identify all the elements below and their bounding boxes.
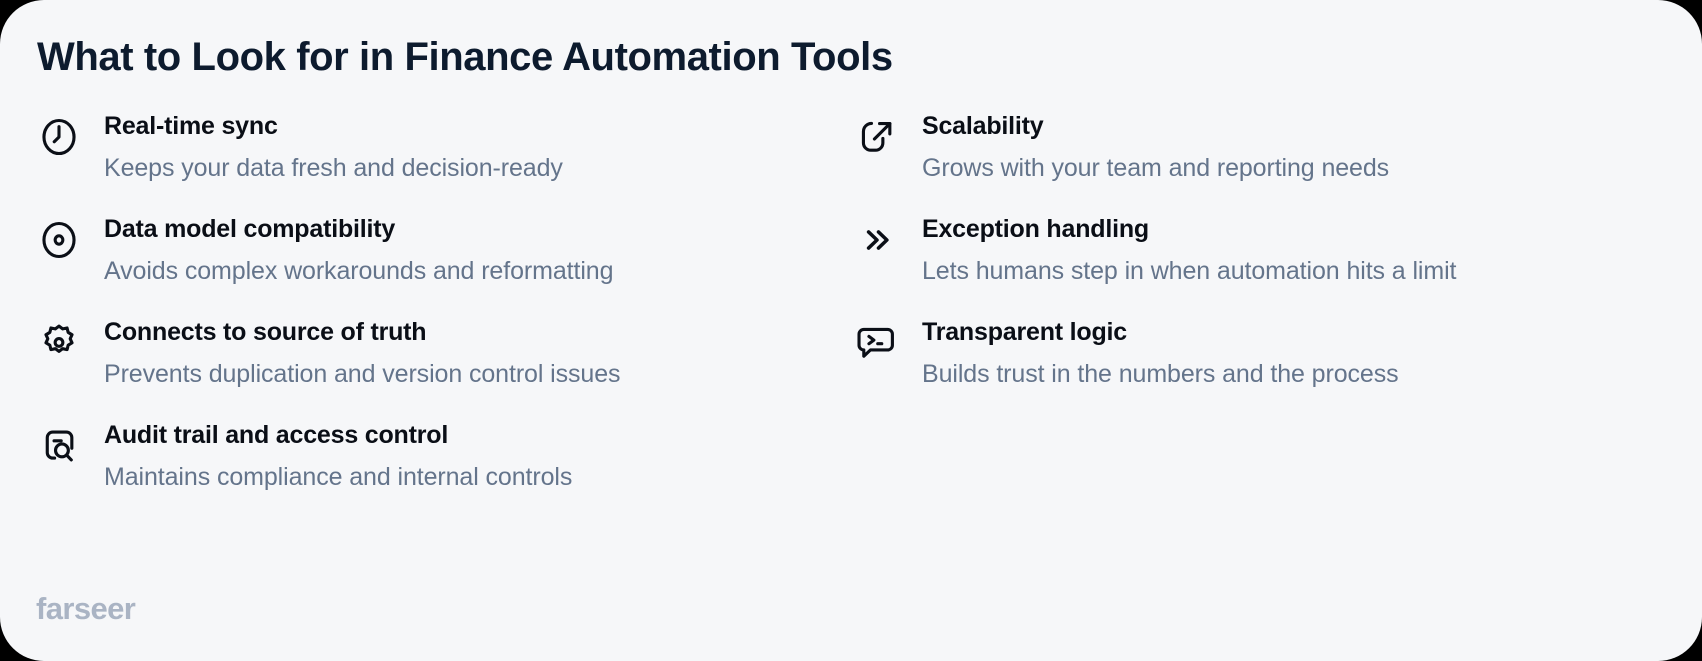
feature-description: Builds trust in the numbers and the proc… bbox=[922, 359, 1399, 388]
feature-title: Data model compatibility bbox=[104, 215, 396, 243]
brand-logo: farseer bbox=[36, 591, 136, 626]
feature-title: Scalability bbox=[922, 112, 1044, 140]
feature-description: Lets humans step in when automation hits… bbox=[922, 256, 1457, 285]
feature-text: Transparent logic Builds trust in the nu… bbox=[922, 316, 1399, 389]
feature-item-connects-to-source-of-truth[interactable]: Connects to source of truth Prevents dup… bbox=[36, 316, 854, 419]
feature-text: Scalability Grows with your team and rep… bbox=[922, 110, 1389, 183]
feature-title: Transparent logic bbox=[922, 318, 1127, 346]
feature-description: Avoids complex workarounds and reformatt… bbox=[104, 256, 614, 285]
feature-item-scalability[interactable]: Scalability Grows with your team and rep… bbox=[854, 110, 1672, 213]
feature-description: Grows with your team and reporting needs bbox=[922, 153, 1390, 182]
target-dot-icon bbox=[36, 217, 82, 263]
feature-title: Audit trail and access control bbox=[104, 421, 449, 449]
clock-icon bbox=[36, 114, 82, 160]
feature-text: Real-time sync Keeps your data fresh and… bbox=[104, 110, 563, 183]
feature-text: Exception handling Lets humans step in w… bbox=[922, 213, 1456, 286]
external-link-icon bbox=[854, 114, 900, 160]
feature-title: Real-time sync bbox=[104, 112, 278, 140]
feature-text: Data model compatibility Avoids complex … bbox=[104, 213, 613, 286]
features-column-left: Real-time sync Keeps your data fresh and… bbox=[36, 110, 854, 522]
file-search-icon bbox=[36, 423, 82, 469]
feature-text: Connects to source of truth Prevents dup… bbox=[104, 316, 621, 389]
features-grid: Real-time sync Keeps your data fresh and… bbox=[36, 110, 1666, 522]
feature-text: Audit trail and access control Maintains… bbox=[104, 419, 572, 492]
feature-description: Keeps your data fresh and decision-ready bbox=[104, 153, 563, 182]
features-column-right: Scalability Grows with your team and rep… bbox=[854, 110, 1672, 419]
feature-item-real-time-sync[interactable]: Real-time sync Keeps your data fresh and… bbox=[36, 110, 854, 213]
feature-description: Prevents duplication and version control… bbox=[104, 359, 621, 388]
feature-description: Maintains compliance and internal contro… bbox=[104, 462, 573, 491]
feature-item-transparent-logic[interactable]: Transparent logic Builds trust in the nu… bbox=[854, 316, 1672, 419]
feature-item-exception-handling[interactable]: Exception handling Lets humans step in w… bbox=[854, 213, 1672, 316]
feature-title: Connects to source of truth bbox=[104, 318, 427, 346]
gear-icon bbox=[36, 320, 82, 366]
page-title: What to Look for in Finance Automation T… bbox=[37, 35, 893, 79]
feature-title: Exception handling bbox=[922, 215, 1149, 243]
feature-item-audit-trail-and-access-control[interactable]: Audit trail and access control Maintains… bbox=[36, 419, 854, 522]
terminal-bubble-icon bbox=[854, 320, 900, 366]
double-chevron-right-icon bbox=[854, 217, 900, 263]
feature-item-data-model-compatibility[interactable]: Data model compatibility Avoids complex … bbox=[36, 213, 854, 316]
